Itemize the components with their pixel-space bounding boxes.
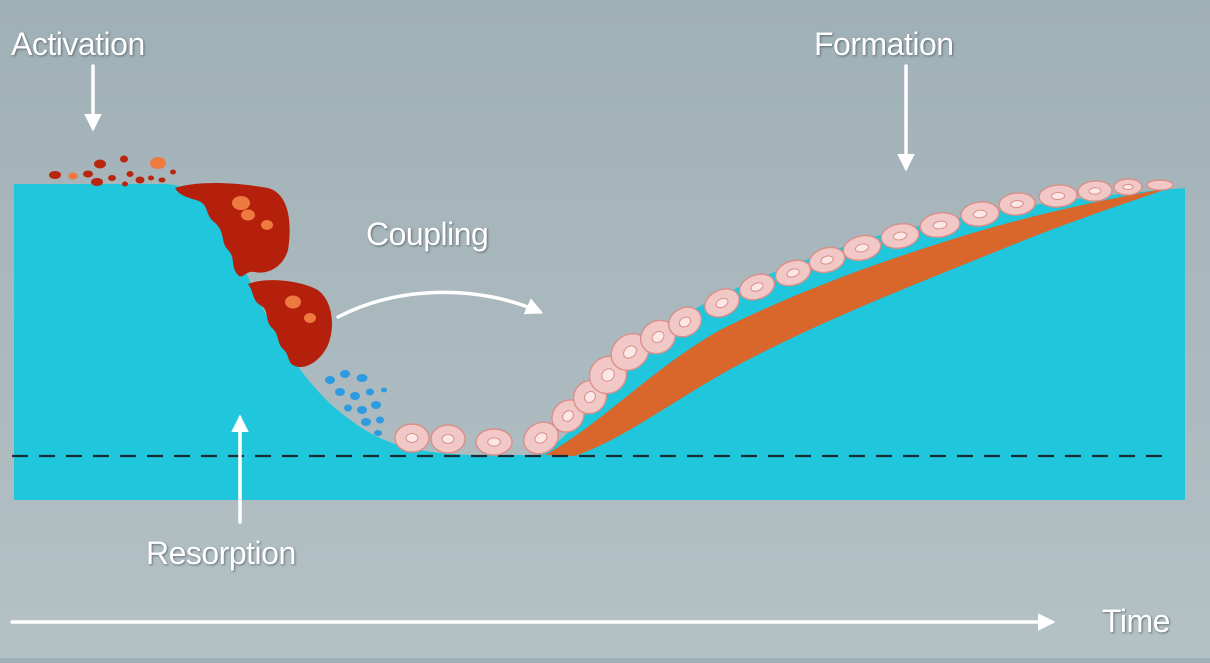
osteoblast-cell bbox=[1038, 184, 1078, 208]
resorption-label: Resorption bbox=[146, 535, 296, 571]
osteoblast-cell bbox=[610, 333, 650, 371]
osteoblast-cell bbox=[880, 223, 920, 249]
activation-particles bbox=[49, 155, 176, 187]
osteoblast-cell bbox=[1077, 180, 1113, 202]
osteoblast-cell bbox=[394, 423, 430, 453]
mononuclear-cells bbox=[325, 370, 387, 436]
osteoblast-cell bbox=[998, 192, 1036, 216]
osteoblast-layer bbox=[394, 178, 1174, 456]
formation-label: Formation bbox=[814, 26, 954, 62]
coupling-arrow bbox=[336, 290, 544, 319]
osteoblast-cell bbox=[704, 288, 740, 318]
osteoid-layer bbox=[545, 188, 1170, 456]
osteoblast-cell bbox=[919, 212, 961, 238]
osteoblast-cell bbox=[475, 428, 513, 456]
coupling-label: Coupling bbox=[366, 216, 489, 252]
osteoblast-cell bbox=[738, 273, 776, 301]
osteoblast-cell bbox=[1113, 178, 1143, 196]
osteoclast-upper bbox=[175, 183, 290, 277]
osteoblast-cell bbox=[1146, 179, 1174, 191]
osteoblast-cell bbox=[960, 201, 1000, 227]
time-label: Time bbox=[1102, 603, 1170, 639]
osteoclast-lower bbox=[248, 280, 332, 368]
osteoblast-cell bbox=[842, 234, 882, 262]
arrows bbox=[10, 64, 1056, 631]
osteoblast-cell bbox=[774, 259, 812, 287]
activation-label: Activation bbox=[11, 26, 145, 62]
osteoblast-cell bbox=[639, 319, 677, 355]
osteoblast-cell bbox=[430, 424, 466, 454]
osteoblast-cell bbox=[667, 306, 703, 338]
